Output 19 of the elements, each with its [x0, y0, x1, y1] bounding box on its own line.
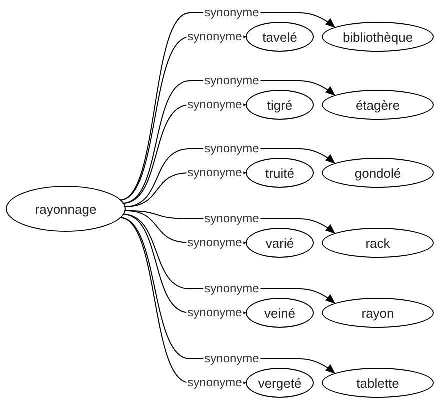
node-ellipse: tablette: [322, 368, 434, 398]
edge-label: synonyme: [186, 306, 244, 320]
edge-label: synonyme: [186, 236, 244, 250]
node-ellipse: rack: [322, 228, 434, 258]
node-ellipse: veiné: [246, 298, 314, 328]
edge-label: synonyme: [186, 98, 244, 112]
node-ellipse: rayonnage: [6, 186, 126, 232]
edge-label: synonyme: [186, 30, 244, 44]
node-ellipse: étagère: [322, 90, 434, 120]
node-ellipse: gondolé: [322, 158, 434, 188]
node-ellipse: tavelé: [246, 22, 314, 52]
node-ellipse: bibliothèque: [322, 22, 434, 52]
edge-label: synonyme: [186, 376, 244, 390]
node-ellipse: varié: [246, 228, 314, 258]
node-ellipse: tigré: [246, 90, 314, 120]
node-ellipse: rayon: [322, 298, 434, 328]
edge-label: synonyme: [186, 166, 244, 180]
node-ellipse: vergeté: [246, 368, 314, 398]
node-ellipse: truité: [246, 158, 314, 188]
